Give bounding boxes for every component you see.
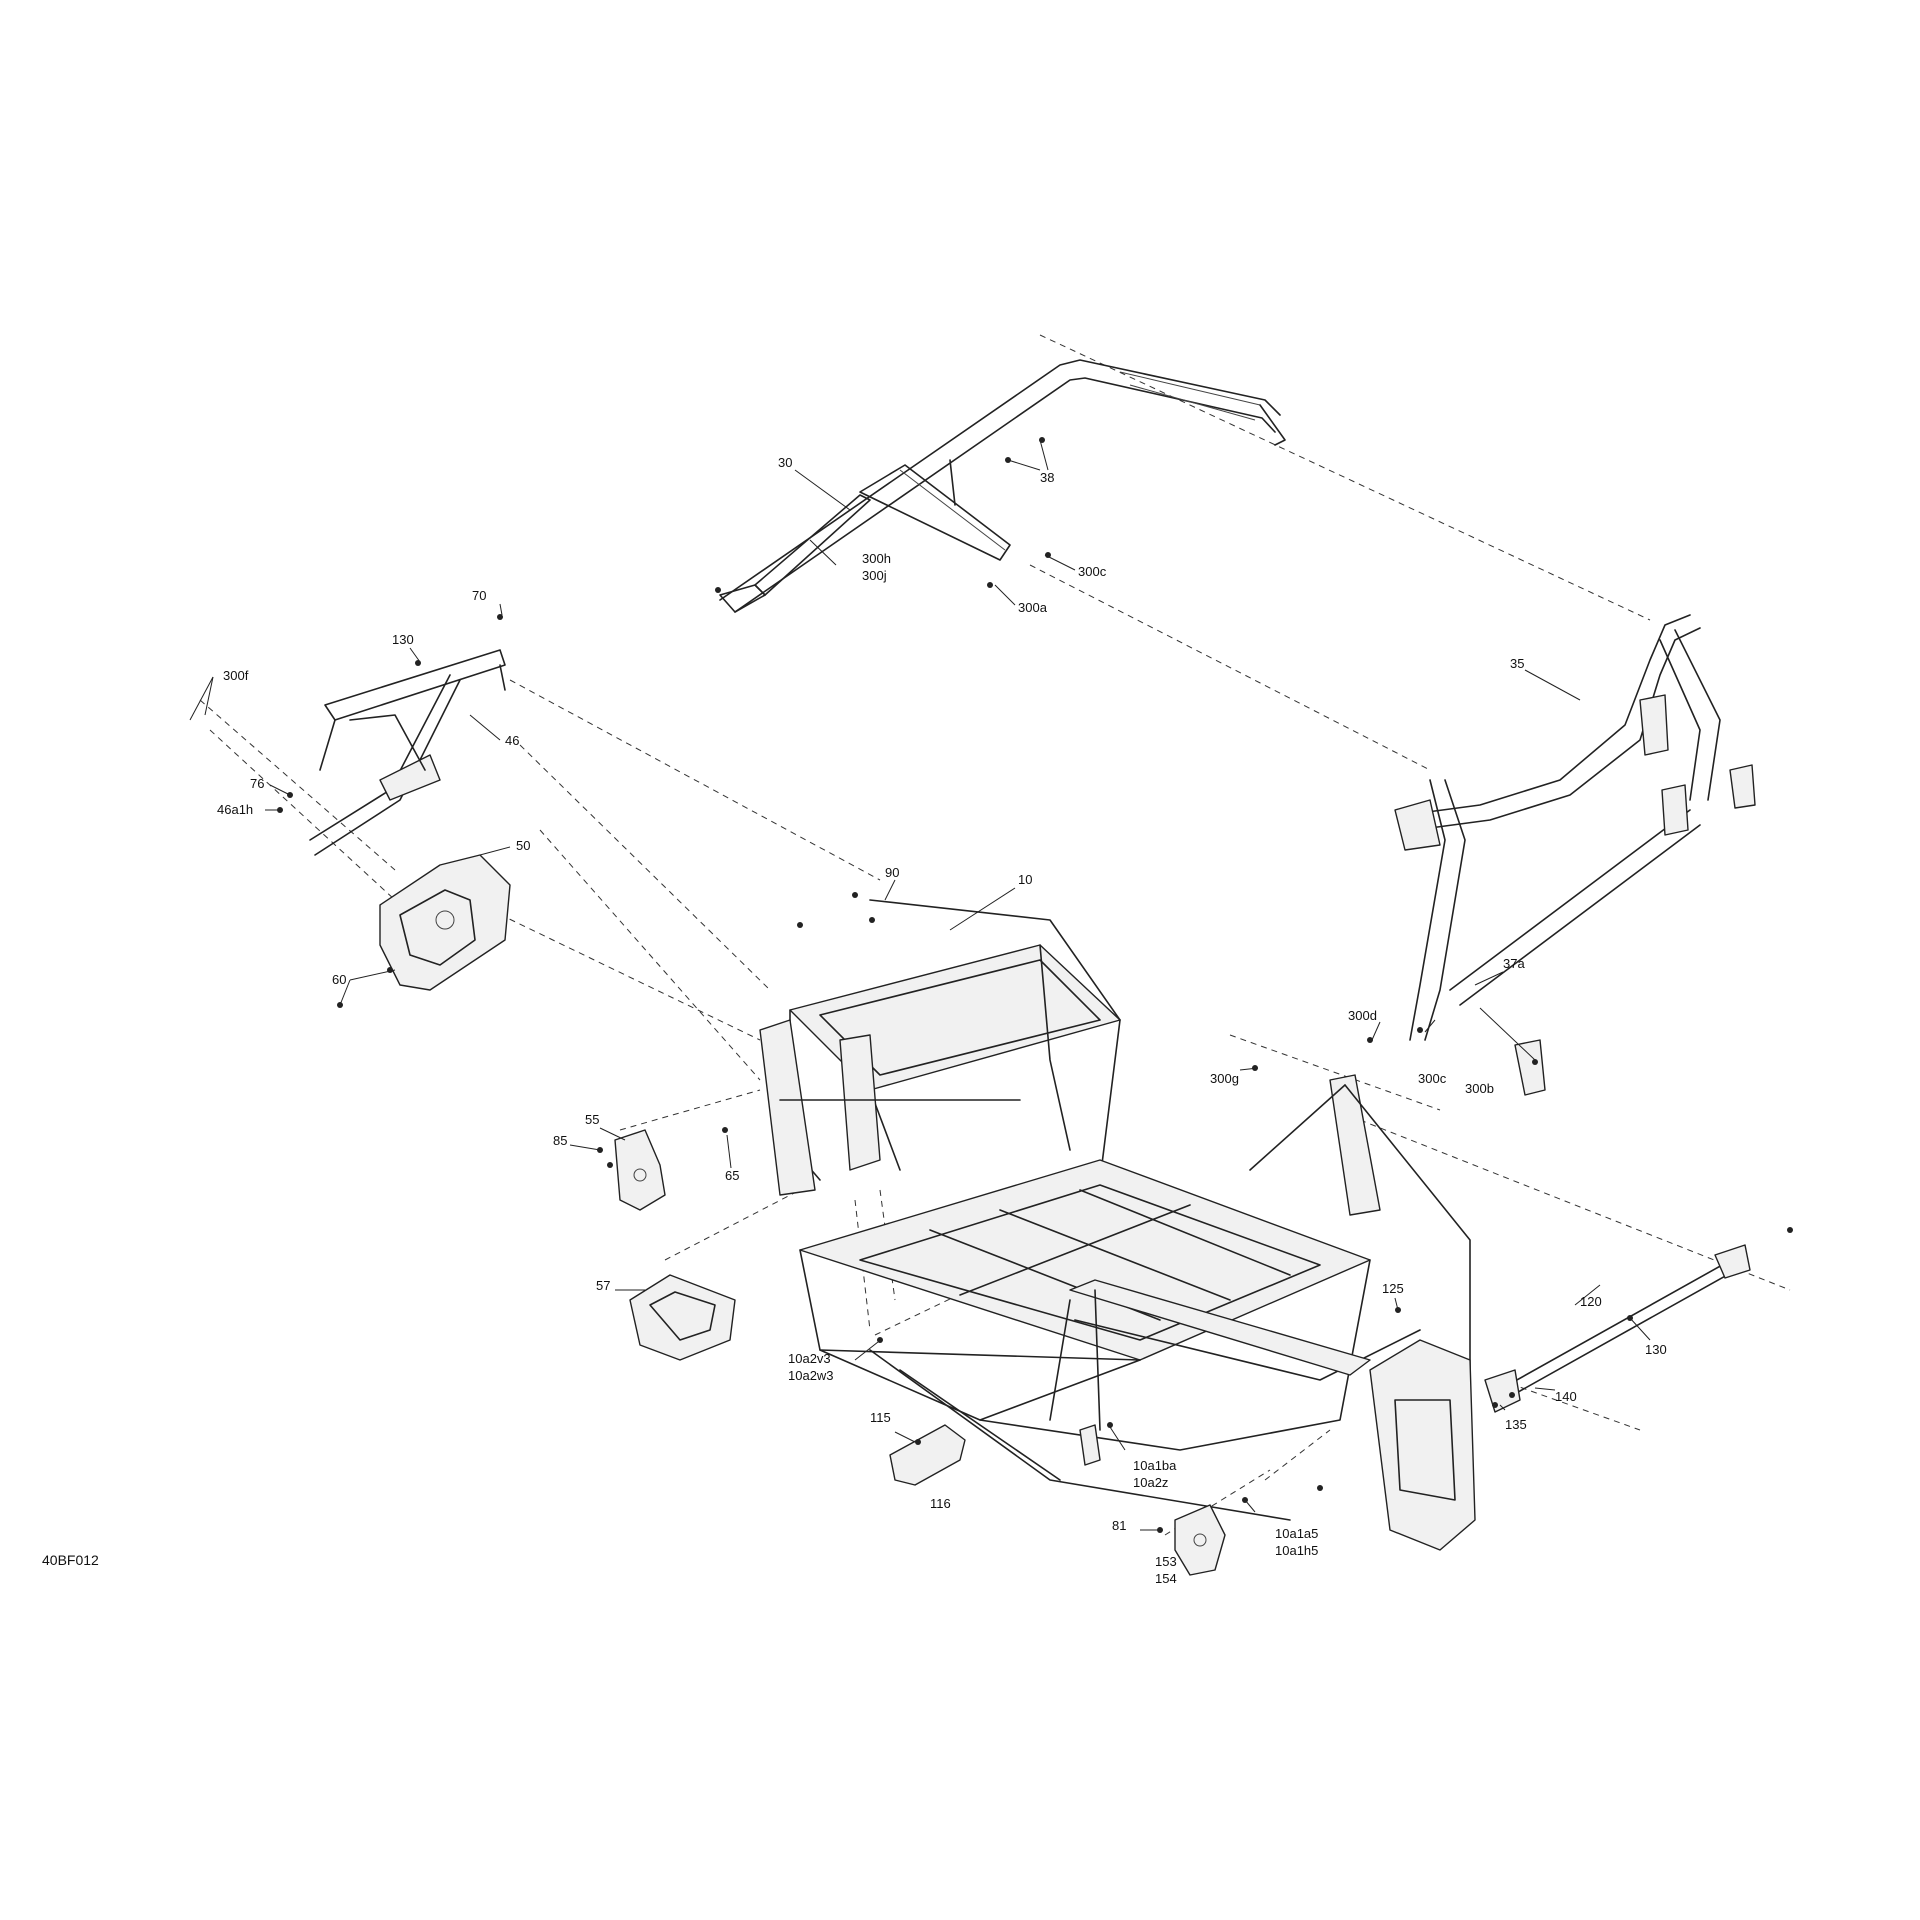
callout-300f: 300f <box>223 668 249 683</box>
callout-90: 90 <box>885 865 899 880</box>
callout-300c-top: 300c <box>1078 564 1107 579</box>
callout-10a1h5: 10a1h5 <box>1275 1543 1318 1558</box>
callout-60: 60 <box>332 972 346 987</box>
callout-130-top: 130 <box>392 632 414 647</box>
callout-46: 46 <box>505 733 519 748</box>
callout-153: 153 <box>1155 1554 1177 1569</box>
callout-10: 10 <box>1018 872 1032 887</box>
callout-300c-right: 300c <box>1418 1071 1447 1086</box>
callout-labels: 10 30 35 37a 38 300h 300j 300c 300a 70 1… <box>217 455 1667 1586</box>
callout-46a1h: 46a1h <box>217 802 253 817</box>
front-brace-part-46 <box>309 649 506 856</box>
callout-65: 65 <box>725 1168 739 1183</box>
callout-300j: 300j <box>862 568 887 583</box>
callout-116: 116 <box>930 1496 951 1511</box>
casting-part-57 <box>629 1274 736 1361</box>
callout-135: 135 <box>1505 1417 1527 1432</box>
callout-10a1a5: 10a1a5 <box>1275 1526 1318 1541</box>
callout-55: 55 <box>585 1112 599 1127</box>
callout-10a2v3: 10a2v3 <box>788 1351 831 1366</box>
callout-140: 140 <box>1555 1389 1577 1404</box>
callout-120: 120 <box>1580 1294 1602 1309</box>
callout-10a2z: 10a2z <box>1133 1475 1168 1490</box>
callout-50: 50 <box>516 838 530 853</box>
bracket-part-153 <box>1174 1504 1226 1576</box>
rear-bar-part-120 <box>1484 1039 1751 1413</box>
callout-30: 30 <box>778 455 792 470</box>
callout-300g: 300g <box>1210 1071 1239 1086</box>
callout-154: 154 <box>1155 1571 1177 1586</box>
main-frame-part-10 <box>759 899 1476 1551</box>
callout-70: 70 <box>472 588 486 603</box>
callout-35: 35 <box>1510 656 1524 671</box>
callout-76: 76 <box>250 776 264 791</box>
callout-300h: 300h <box>862 551 891 566</box>
callout-81: 81 <box>1112 1518 1126 1533</box>
callout-130-right: 130 <box>1645 1342 1667 1357</box>
callout-57: 57 <box>596 1278 610 1293</box>
bracket-part-55 <box>614 1129 666 1211</box>
callout-300d: 300d <box>1348 1008 1377 1023</box>
callout-300b: 300b <box>1465 1081 1494 1096</box>
drawing-code: 40BF012 <box>42 1552 99 1568</box>
bracket-part-116 <box>889 1424 966 1486</box>
callout-10a2w3: 10a2w3 <box>788 1368 834 1383</box>
leader-lines <box>189 439 1651 1531</box>
callout-115: 115 <box>870 1410 891 1425</box>
callout-300a: 300a <box>1018 600 1048 615</box>
callout-38: 38 <box>1040 470 1054 485</box>
callout-85: 85 <box>553 1133 567 1148</box>
casting-part-50 <box>379 854 511 991</box>
front-roll-bar-part-30 <box>719 359 1286 613</box>
callout-37a: 37a <box>1503 956 1525 971</box>
fasteners <box>277 437 1793 1533</box>
callout-125: 125 <box>1382 1281 1404 1296</box>
rear-roll-cage-part-35 <box>1394 614 1756 1041</box>
callout-10a1ba: 10a1ba <box>1133 1458 1177 1473</box>
